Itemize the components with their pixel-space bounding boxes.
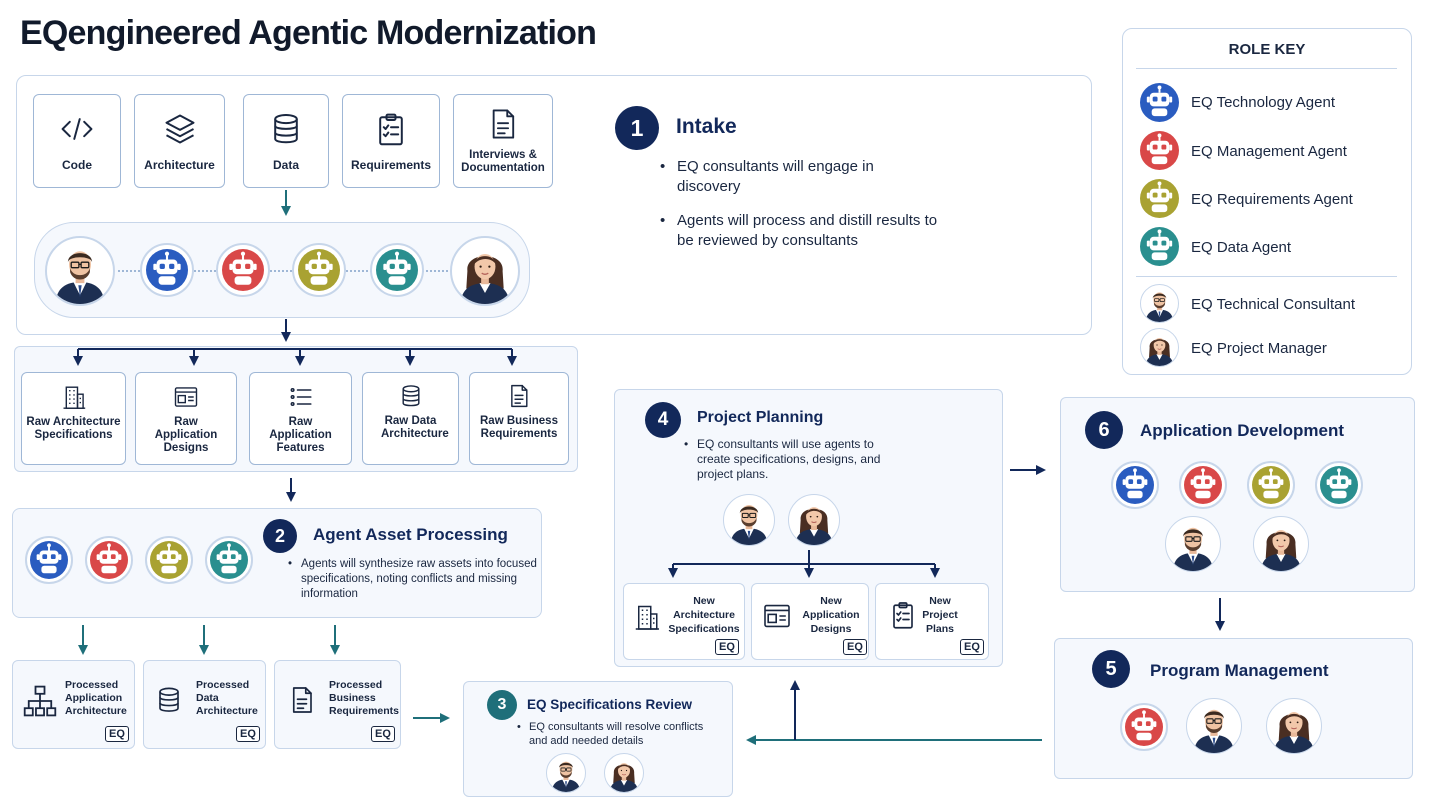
step-number-2: 2 bbox=[263, 519, 297, 553]
role-key-heading: ROLE KEY bbox=[1228, 41, 1306, 58]
role-icon-manager bbox=[1140, 328, 1179, 367]
raw-label: Raw Application Features bbox=[269, 416, 332, 454]
new-label: New Project Plans bbox=[922, 595, 958, 635]
raw-label: Raw Architecture Specifications bbox=[26, 416, 121, 441]
role-label: EQ Technical Consultant bbox=[1191, 296, 1355, 313]
processing-agent-tech bbox=[25, 536, 73, 584]
source-label: Code bbox=[62, 158, 92, 172]
review-manager bbox=[604, 753, 644, 793]
processed-label: Processed Application Architecture bbox=[65, 679, 127, 717]
eq-badge: EQ bbox=[960, 639, 984, 655]
role-label: EQ Requirements Agent bbox=[1191, 191, 1353, 208]
processing-bullet: •Agents will synthesize raw assets into … bbox=[288, 558, 537, 600]
avatar-manager bbox=[450, 236, 520, 306]
role-icon-data bbox=[1140, 227, 1179, 266]
role-icon-consultant bbox=[1140, 284, 1179, 323]
processing-agent-requirements bbox=[145, 536, 193, 584]
avatar-consultant bbox=[45, 236, 115, 306]
divider bbox=[1136, 68, 1397, 69]
eq-badge: EQ bbox=[236, 726, 260, 742]
planning-title: Project Planning bbox=[697, 409, 824, 426]
intake-title: Intake bbox=[676, 115, 737, 138]
development-agent-management bbox=[1179, 461, 1227, 509]
development-agent-requirements bbox=[1247, 461, 1295, 509]
role-icon-requirements bbox=[1140, 179, 1179, 218]
raw-card-architecture[interactable]: Raw Architecture Specifications bbox=[21, 372, 126, 465]
step-number-3: 3 bbox=[487, 690, 517, 720]
source-card-architecture[interactable]: Architecture bbox=[134, 94, 225, 188]
source-card-data[interactable]: Data bbox=[243, 94, 329, 188]
processed-card-application[interactable]: Processed Application Architecture EQ bbox=[12, 660, 135, 749]
source-label: Data bbox=[272, 158, 299, 172]
new-card-designs[interactable]: New Application Designs EQ bbox=[751, 583, 869, 660]
eq-badge: EQ bbox=[715, 639, 739, 655]
processed-card-data[interactable]: Processed Data Architecture EQ bbox=[143, 660, 266, 749]
source-card-code[interactable]: Code bbox=[33, 94, 121, 188]
step-number-6: 6 bbox=[1085, 411, 1123, 449]
raw-label: Raw Data Architecture bbox=[381, 415, 449, 440]
processing-title: Agent Asset Processing bbox=[313, 525, 508, 544]
eq-badge: EQ bbox=[105, 726, 129, 742]
eq-badge: EQ bbox=[371, 726, 395, 742]
new-label: New Architecture Specifications bbox=[668, 595, 740, 635]
processed-card-requirements[interactable]: Processed Business Requirements EQ bbox=[274, 660, 401, 749]
raw-label: Raw Business Requirements bbox=[480, 415, 558, 440]
role-label: EQ Data Agent bbox=[1191, 239, 1292, 256]
agent-data bbox=[370, 243, 424, 297]
raw-card-requirements[interactable]: Raw Business Requirements bbox=[469, 372, 569, 465]
planning-bullet: •EQ consultants will use agents to creat… bbox=[684, 437, 881, 481]
page-title: EQengineered Agentic Modernization bbox=[20, 14, 597, 52]
review-bullet: •EQ consultants will resolve conflicts a… bbox=[517, 721, 704, 747]
source-label: Requirements bbox=[350, 158, 432, 172]
source-label: Architecture bbox=[144, 158, 215, 172]
source-label: Interviews & Documentation bbox=[461, 149, 545, 174]
step-number-1: 1 bbox=[615, 106, 659, 150]
agent-management bbox=[216, 243, 270, 297]
raw-label: Raw Application Designs bbox=[154, 416, 218, 454]
eq-badge: EQ bbox=[843, 639, 867, 655]
review-title: EQ Specifications Review bbox=[527, 697, 693, 712]
new-card-architecture[interactable]: New Architecture Specifications EQ bbox=[623, 583, 745, 660]
development-consultant bbox=[1165, 516, 1221, 572]
planning-manager bbox=[788, 494, 840, 546]
new-card-plans[interactable]: New Project Plans EQ bbox=[875, 583, 989, 660]
new-label: New Application Designs bbox=[802, 595, 860, 635]
program-manager bbox=[1266, 698, 1322, 754]
program-title: Program Management bbox=[1150, 661, 1329, 680]
planning-consultant bbox=[723, 494, 775, 546]
raw-card-data[interactable]: Raw Data Architecture bbox=[362, 372, 459, 465]
processed-label: Processed Data Architecture bbox=[196, 679, 258, 717]
step-number-4: 4 bbox=[645, 402, 681, 438]
development-manager bbox=[1253, 516, 1309, 572]
intake-bullet-2: •Agents will process and distill results… bbox=[660, 212, 938, 249]
role-label: EQ Management Agent bbox=[1191, 143, 1347, 160]
program-agent-management bbox=[1120, 703, 1168, 751]
intake-bullet-1: •EQ consultants will engage in discovery bbox=[660, 158, 874, 195]
role-icon-management bbox=[1140, 131, 1179, 170]
development-agent-tech bbox=[1111, 461, 1159, 509]
development-title: Application Development bbox=[1140, 421, 1345, 440]
step-number-5: 5 bbox=[1092, 650, 1130, 688]
processing-agent-management bbox=[85, 536, 133, 584]
role-label: EQ Project Manager bbox=[1191, 340, 1327, 357]
raw-card-designs[interactable]: Raw Application Designs bbox=[135, 372, 237, 465]
development-agent-data bbox=[1315, 461, 1363, 509]
agent-tech bbox=[140, 243, 194, 297]
dotted-connector bbox=[118, 270, 448, 272]
agent-requirements bbox=[292, 243, 346, 297]
source-card-requirements[interactable]: Requirements bbox=[342, 94, 440, 188]
role-icon-tech bbox=[1140, 83, 1179, 122]
program-consultant bbox=[1186, 698, 1242, 754]
role-label: EQ Technology Agent bbox=[1191, 94, 1335, 111]
review-consultant bbox=[546, 753, 586, 793]
source-card-interviews[interactable]: Interviews & Documentation bbox=[453, 94, 553, 188]
raw-card-features[interactable]: Raw Application Features bbox=[249, 372, 352, 465]
processed-label: Processed Business Requirements bbox=[329, 679, 400, 717]
processing-agent-data bbox=[205, 536, 253, 584]
divider bbox=[1136, 276, 1397, 277]
